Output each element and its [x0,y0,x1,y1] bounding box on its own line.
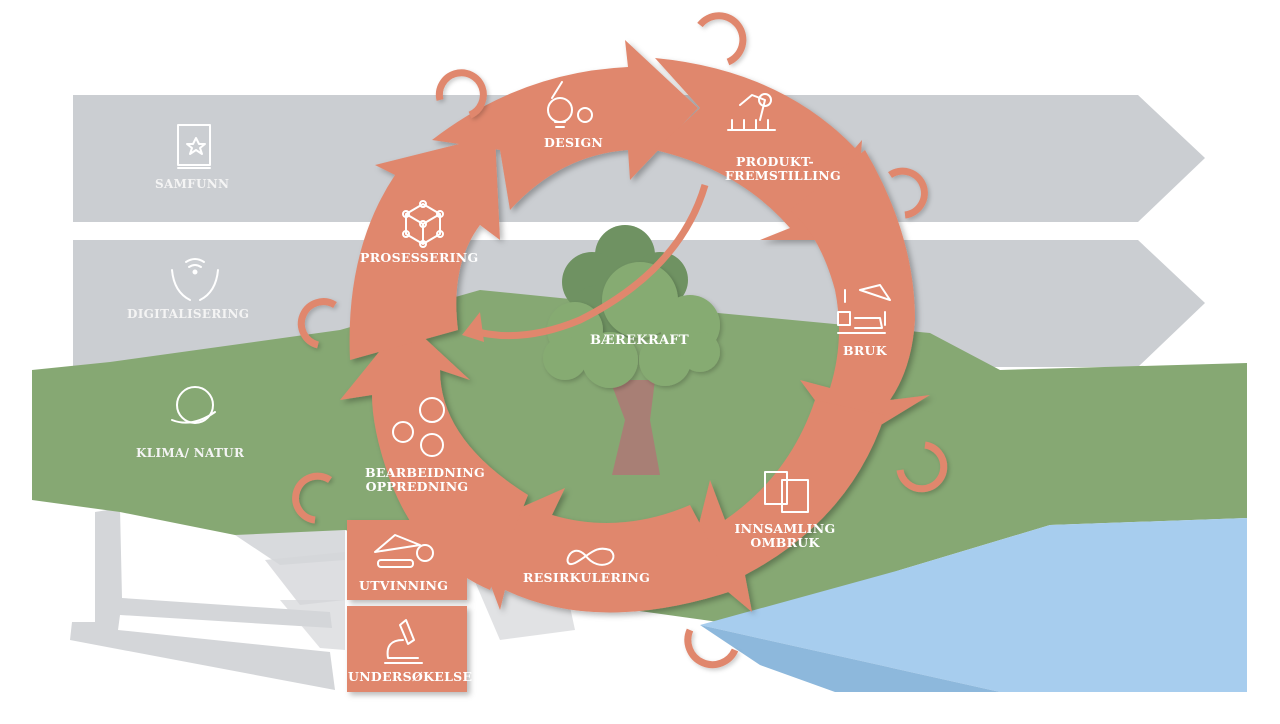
infinity-recycle-icon [566,547,615,566]
tree [543,225,720,475]
label-collection: INNSAMLING OMBRUK [733,522,837,550]
label-extraction: UTVINNING [359,578,449,593]
arrow-collection [690,400,885,612]
arrow-use [790,150,930,445]
label-recycling: RESIRKULERING [523,570,651,585]
gears-icon [392,397,445,457]
label-production-line2: FREMSTILLING [725,168,841,183]
label-collection-line1: INNSAMLING [734,521,836,536]
globe-hand-icon [171,386,216,424]
label-digital: DIGITALISERING [127,307,250,321]
label-collection-line2: OMBRUK [750,535,820,550]
arrow-recycling [470,488,735,613]
water-shadow [700,625,1000,692]
water [700,518,1247,692]
excavator-icon [374,534,434,568]
label-use: BRUK [843,343,887,358]
label-refining-line2: OPPREDNING [365,479,469,494]
label-climate: KLIMA/ NATUR [136,446,245,460]
molecule-cube-icon [402,200,444,248]
label-production: PRODUKT- FREMSTILLING [725,154,841,183]
loop-arrows [292,12,948,669]
label-processing: PROSESSERING [360,250,479,265]
label-sustainability: BÆREKRAFT [590,333,689,348]
book-star-icon [177,124,211,169]
label-society: SAMFUNN [155,177,230,191]
arrow-design [432,40,698,210]
bulb-pencil-gear-icon [547,81,593,128]
hands-wifi-icon [171,258,219,301]
label-exploration: UNDERSØKELSE [348,669,473,684]
label-refining-line1: BEARBEIDNING [365,465,485,480]
label-refining: BEARBEIDNING OPPREDNING [365,465,485,494]
containers-icon [764,471,809,513]
label-design: DESIGN [544,135,604,150]
microscope-icon [384,619,423,664]
robot-arm-icon [727,93,776,131]
transport-plane-icon [837,284,891,334]
inner-swoosh-arrow [468,184,709,340]
label-production-line1: PRODUKT- [735,154,815,169]
